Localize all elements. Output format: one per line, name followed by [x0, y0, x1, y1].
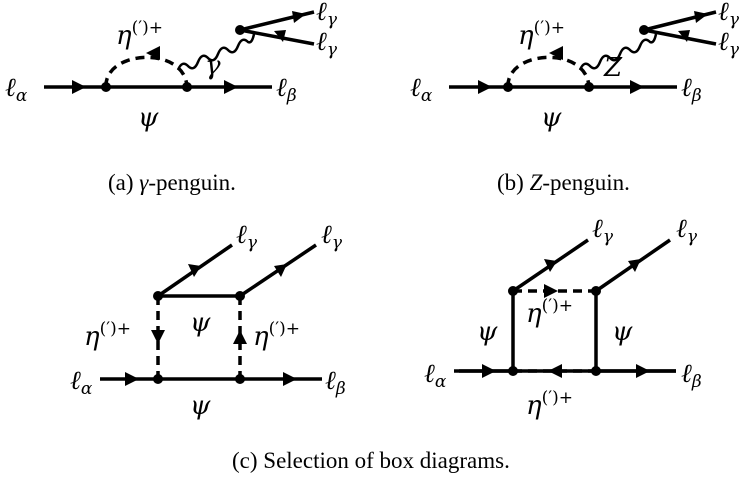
- label-c1-eta-right: η(′)+: [253, 319, 300, 352]
- label-b-psi: ψ: [541, 103, 562, 133]
- arrow-c1-top1: [188, 264, 201, 277]
- caption-c: (c) Selection of box diagrams.: [232, 448, 510, 473]
- caption-a: (a) γ-penguin.: [108, 170, 236, 195]
- label-c2-eta-bottom: η(′)+: [526, 388, 573, 421]
- diagram-b-z-penguin: ℓα ℓβ ℓγ ℓγ η(′)+ Z ψ (b) Z-penguin.: [410, 0, 740, 195]
- lepton-top2-a: [239, 28, 315, 46]
- arrow-b-out: [630, 80, 644, 94]
- label-c2-psi-left: ψ: [477, 317, 498, 347]
- lepton-top2-b: [643, 28, 717, 46]
- arrow-a-out: [224, 80, 238, 94]
- vertex-c1-1: [153, 291, 163, 301]
- arrow-b-top2: [678, 30, 690, 42]
- label-a-l-top1: ℓγ: [316, 0, 338, 30]
- vertex-c2-4: [591, 366, 601, 376]
- vertex-b-1: [503, 82, 513, 92]
- label-a-photon: γ: [205, 51, 221, 81]
- label-b-z: Z: [603, 53, 623, 83]
- arrow-c2-in: [482, 364, 496, 378]
- label-b-l-top1: ℓγ: [718, 0, 740, 30]
- label-b-l-out: ℓβ: [681, 73, 702, 106]
- arrow-b-in: [478, 80, 492, 94]
- label-a-l-in: ℓα: [5, 73, 28, 106]
- diagram-c-box-1: ℓα ℓβ ℓγ ℓγ η(′)+ η(′)+ ψ ψ: [70, 220, 346, 421]
- label-c1-eta-left: η(′)+: [84, 319, 131, 352]
- vertex-b-2: [584, 82, 594, 92]
- label-c2-eta-top: η(′)+: [526, 296, 573, 329]
- arrow-c2-out: [636, 364, 650, 378]
- vertex-c1-4: [235, 374, 245, 384]
- arrow-c1-in: [125, 372, 139, 386]
- vertex-c2-2: [591, 286, 601, 296]
- arrow-c2-top1: [544, 259, 557, 272]
- label-a-eta: η(′)+: [116, 18, 163, 51]
- scalar-loop-a: [104, 55, 189, 88]
- scalar-loop-b: [506, 55, 591, 88]
- arrow-c2-top2: [628, 259, 641, 272]
- arrow-c1-down: [151, 330, 165, 344]
- photon-line-a: [176, 33, 256, 71]
- arrow-b-top1: [694, 11, 708, 23]
- arrow-c1-up: [233, 330, 247, 344]
- label-b-l-in: ℓα: [410, 73, 433, 106]
- diagram-c-box-2: ℓα ℓβ ℓγ ℓγ η(′)+ η(′)+ ψ ψ: [424, 214, 702, 421]
- label-a-l-top2: ℓγ: [316, 27, 338, 60]
- arrow-c2-top: [544, 284, 558, 298]
- arrow-c1-top2: [274, 264, 287, 277]
- arrow-a-top1: [292, 11, 306, 23]
- vertex-a-1: [101, 82, 111, 92]
- vertex-c1-3: [153, 374, 163, 384]
- label-c1-l-out: ℓβ: [325, 366, 346, 399]
- arrow-c2-bottom: [548, 364, 562, 378]
- label-c2-psi-right: ψ: [612, 317, 633, 347]
- label-c1-l-top2: ℓγ: [321, 220, 343, 253]
- vertex-c2-3: [508, 366, 518, 376]
- vertex-c1-2: [235, 291, 245, 301]
- z-boson-line-b: [578, 33, 658, 71]
- label-c2-l-out: ℓβ: [681, 359, 702, 392]
- label-c1-l-in: ℓα: [70, 366, 93, 399]
- arrow-c1-out: [283, 372, 297, 386]
- vertex-a-2: [182, 82, 192, 92]
- label-c1-psi-bottom: ψ: [190, 391, 211, 421]
- arrow-a-in: [72, 80, 86, 94]
- label-c1-psi-top: ψ: [190, 308, 211, 338]
- label-c1-l-top1: ℓγ: [236, 220, 258, 253]
- vertex-a-3: [235, 25, 245, 35]
- label-c2-l-in: ℓα: [424, 359, 447, 392]
- label-b-eta: η(′)+: [518, 18, 565, 51]
- vertex-c2-1: [508, 286, 518, 296]
- label-b-l-top2: ℓγ: [718, 27, 740, 60]
- label-c2-l-top2: ℓγ: [676, 214, 698, 247]
- diagram-a-gamma-penguin: ℓα ℓβ ℓγ ℓγ η(′)+ γ ψ (a) γ-penguin.: [5, 0, 338, 195]
- label-c2-l-top1: ℓγ: [592, 214, 614, 247]
- arrow-a-loop: [146, 46, 160, 60]
- caption-b: (b) Z-penguin.: [497, 170, 630, 195]
- label-a-psi: ψ: [138, 103, 159, 133]
- vertex-b-3: [639, 25, 649, 35]
- arrow-a-top2: [274, 30, 286, 42]
- arrow-b-loop: [549, 46, 563, 60]
- label-a-l-out: ℓβ: [276, 73, 297, 106]
